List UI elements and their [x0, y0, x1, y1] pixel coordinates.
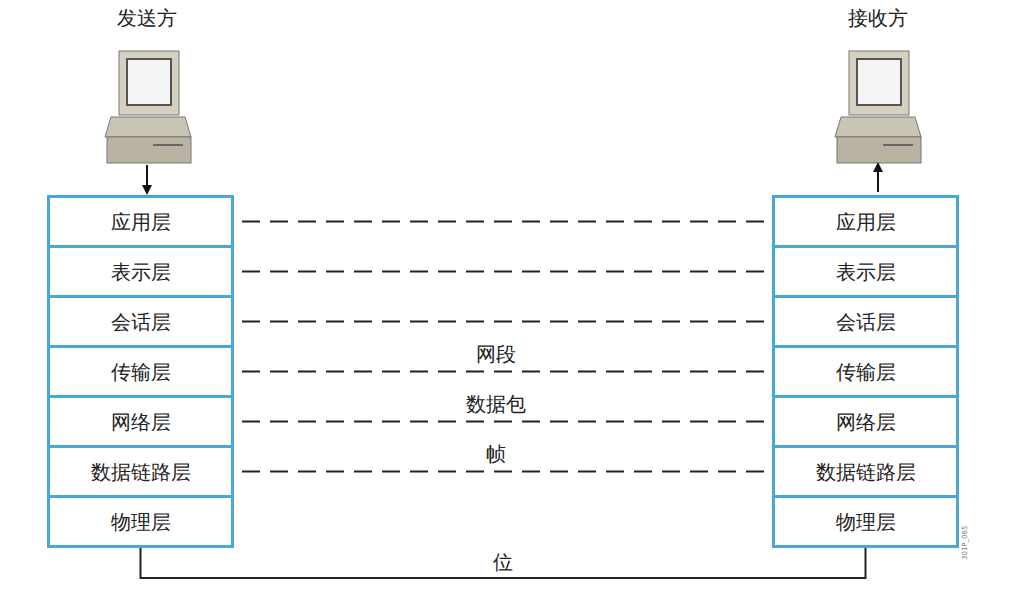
peer-dashed-line — [242, 421, 764, 423]
up-arrow — [877, 167, 879, 192]
caption-label: 位 — [489, 550, 517, 574]
layer-box: 物理层 — [47, 495, 234, 548]
peer-dashed-line — [242, 221, 764, 223]
layer-name: 物理层 — [111, 510, 171, 534]
caption-label: 数据包 — [462, 392, 530, 416]
layer-name: 物理层 — [836, 510, 896, 534]
peer-dashed-line — [242, 271, 764, 273]
layer-box: 数据链路层 — [47, 445, 234, 498]
peer-dashed-line — [242, 321, 764, 323]
peer-dashed-line — [242, 371, 764, 373]
layer-box: 应用层 — [772, 195, 959, 248]
physical-link — [141, 548, 866, 578]
layer-name: 会话层 — [836, 310, 896, 334]
layer-name: 网络层 — [111, 410, 171, 434]
layer-name: 传输层 — [836, 360, 896, 384]
layer-box: 应用层 — [47, 195, 234, 248]
layer-box: 表示层 — [47, 245, 234, 298]
peer-dashed-line — [242, 471, 764, 473]
layer-name: 应用层 — [836, 210, 896, 234]
down-arrow — [146, 165, 148, 190]
layer-name: 传输层 — [111, 360, 171, 384]
layer-name: 应用层 — [111, 210, 171, 234]
receiver-computer — [835, 51, 921, 163]
layer-name: 会话层 — [111, 310, 171, 334]
layer-name: 数据链路层 — [816, 460, 916, 484]
layer-box: 会话层 — [772, 295, 959, 348]
caption-label: 网段 — [472, 342, 520, 366]
layer-box: 传输层 — [772, 345, 959, 398]
layer-box: 会话层 — [47, 295, 234, 348]
layer-name: 数据链路层 — [91, 460, 191, 484]
caption-label: 帧 — [482, 442, 510, 466]
layer-box: 传输层 — [47, 345, 234, 398]
layer-box: 数据链路层 — [772, 445, 959, 498]
layer-box: 物理层 — [772, 495, 959, 548]
layer-name: 网络层 — [836, 410, 896, 434]
sender-computer — [105, 51, 191, 163]
caption-label: 发送方 — [113, 6, 181, 30]
layer-box: 网络层 — [772, 395, 959, 448]
layer-name: 表示层 — [836, 260, 896, 284]
layer-box: 网络层 — [47, 395, 234, 448]
layer-name: 表示层 — [111, 260, 171, 284]
caption-label: 接收方 — [844, 6, 912, 30]
watermark: 301P_065 — [961, 526, 969, 560]
layer-box: 表示层 — [772, 245, 959, 298]
